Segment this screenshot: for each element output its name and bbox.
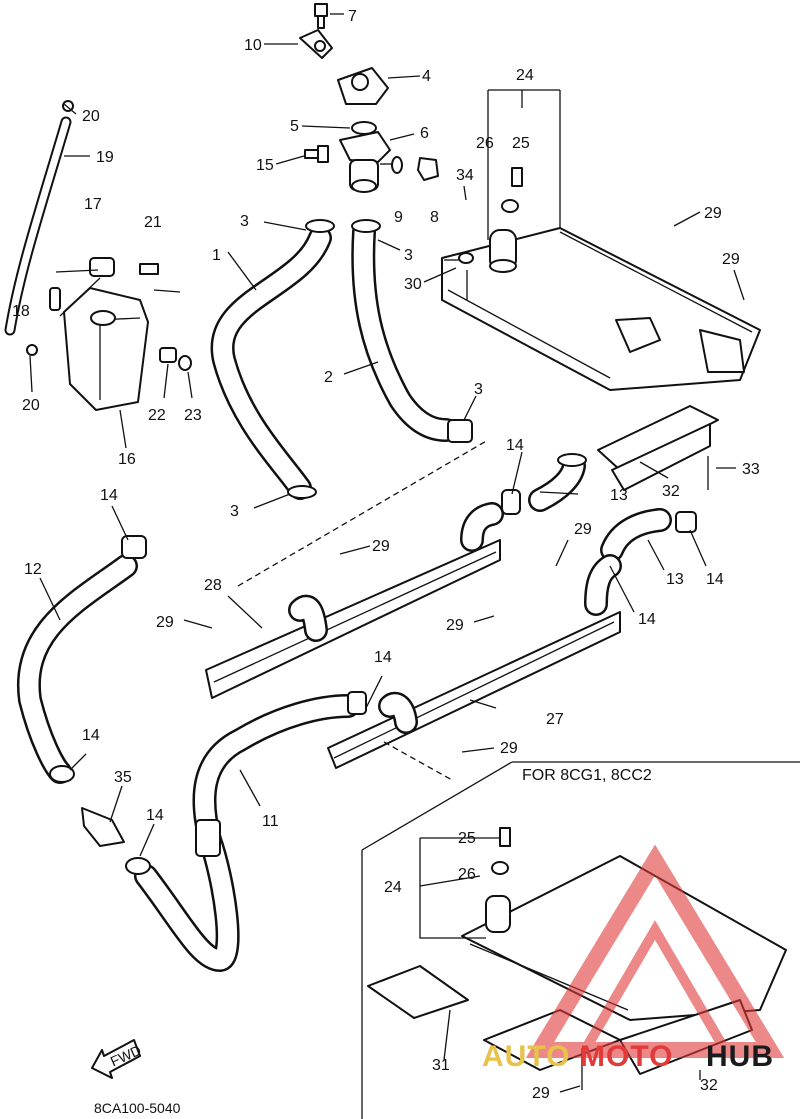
callout-29-inset: 29 (532, 1085, 550, 1102)
callout-4: 4 (422, 68, 431, 85)
callout-6: 6 (420, 125, 429, 142)
callout-34: 34 (456, 167, 474, 184)
diagram-id: 8CA100-5040 (94, 1100, 181, 1116)
radiator-pipes (205, 439, 622, 781)
callout-29-a: 29 (704, 205, 722, 222)
hoses-mid (501, 453, 697, 562)
callout-14-d: 14 (638, 611, 656, 628)
callout-29-f: 29 (446, 617, 464, 634)
callout-28: 28 (204, 577, 222, 594)
callout-13-b: 13 (666, 571, 684, 588)
callout-3-b: 3 (404, 247, 413, 264)
callout-35: 35 (114, 769, 132, 786)
callout-29-c: 29 (372, 538, 390, 555)
watermark-moto: MOTO (580, 1040, 673, 1073)
callout-1: 1 (212, 247, 221, 264)
callout-23: 23 (184, 407, 202, 424)
callout-24-inset: 24 (384, 879, 402, 896)
callout-14-g: 14 (146, 807, 164, 824)
variant-label: FOR 8CG1, 8CC2 (522, 767, 652, 784)
callout-24-top: 24 (516, 67, 534, 84)
callout-14-a: 14 (506, 437, 524, 454)
callout-18: 18 (12, 303, 30, 320)
fwd-label: FWD (108, 1042, 144, 1070)
callout-8: 8 (430, 209, 439, 226)
callout-16: 16 (118, 451, 136, 468)
callout-29-d: 29 (574, 521, 592, 538)
callout-20-bottom: 20 (22, 397, 40, 414)
callout-21: 21 (144, 214, 162, 231)
callout-26-inset: 26 (458, 866, 476, 883)
watermark-hub: HUB (706, 1040, 774, 1073)
callout-15: 15 (256, 157, 274, 174)
callout-5: 5 (290, 118, 299, 135)
callout-27: 27 (546, 711, 564, 728)
callout-3-a: 3 (240, 213, 249, 230)
leader-lines (29, 13, 745, 1093)
callout-7: 7 (348, 8, 357, 25)
callout-19: 19 (96, 149, 114, 166)
overflow-hose (4, 100, 74, 356)
callout-2: 2 (324, 369, 333, 386)
watermark-auto: AUTO (482, 1040, 570, 1073)
callout-32-a: 32 (662, 483, 680, 500)
callout-14-b: 14 (100, 487, 118, 504)
callout-9: 9 (394, 209, 403, 226)
callout-20-top: 20 (82, 108, 100, 125)
callout-14-f: 14 (82, 727, 100, 744)
callout-10: 10 (244, 37, 262, 54)
callout-17: 17 (84, 196, 102, 213)
callout-25: 25 (512, 135, 530, 152)
callout-3-c: 3 (474, 381, 483, 398)
thermostat-assembly (299, 3, 439, 193)
callout-3-d: 3 (230, 503, 239, 520)
callout-29-b: 29 (722, 251, 740, 268)
callout-13-a: 13 (610, 487, 628, 504)
callout-labels: 7 10 4 5 6 15 9 8 24 26 25 34 29 29 30 2… (12, 8, 760, 1102)
radiator-upper (441, 167, 761, 391)
forward-arrow-icon: FWD (91, 1039, 144, 1079)
coolant-tank (49, 257, 192, 411)
callout-25-inset: 25 (458, 830, 476, 847)
callout-14-c: 14 (706, 571, 724, 588)
callout-29-e: 29 (156, 614, 174, 631)
bracket-upper (597, 405, 719, 491)
callout-33: 33 (742, 461, 760, 478)
callout-32-b: 32 (700, 1077, 718, 1094)
callout-30: 30 (404, 276, 422, 293)
callout-14-e: 14 (374, 649, 392, 666)
hoses-lower (16, 535, 367, 972)
callout-11: 11 (262, 813, 279, 830)
callout-22: 22 (148, 407, 166, 424)
watermark-logo (525, 844, 785, 1058)
callout-29-g: 29 (500, 740, 518, 757)
callout-31: 31 (432, 1057, 450, 1074)
callout-26: 26 (476, 135, 494, 152)
hoses-upper (210, 219, 473, 500)
callout-12: 12 (24, 561, 42, 578)
